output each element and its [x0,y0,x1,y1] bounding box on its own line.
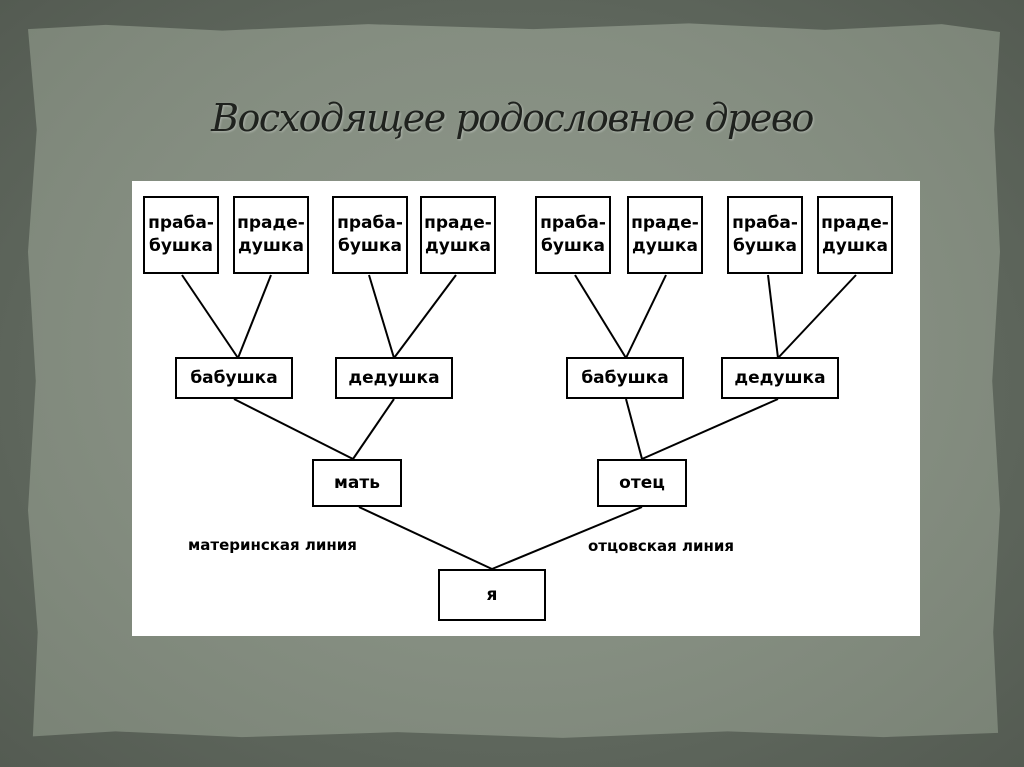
node-label: праба- [148,213,214,233]
family-tree-diagram: праба-бушка праде-душка праба-бушка прад… [132,181,920,636]
great-grandfather-node-4: праде-душка [817,196,893,274]
maternal-line-label: материнская линия [188,536,357,554]
paternal-line-label: отцовская линия [588,537,734,555]
node-label: бушка [540,236,605,256]
node-label: праба- [337,213,403,233]
node-label: бушка [732,236,797,256]
node-label: душка [632,236,698,256]
node-label: бушка [148,236,213,256]
grandmother-paternal-node: бабушка [566,357,684,399]
connector-ggm1-gm-maternal [181,274,239,359]
node-label: душка [238,236,304,256]
connector-father-me [491,506,643,570]
me-node: я [438,569,546,621]
grandfather-maternal-node: дедушка [335,357,453,399]
connector-gm-maternal-mother [233,398,354,460]
connector-ggm2-gf-maternal [368,274,395,359]
father-node: отец [597,459,687,507]
great-grandmother-node-1: праба-бушка [143,196,219,274]
connector-gf-paternal-father [641,398,779,460]
connector-lines [181,274,857,570]
node-label: праба- [540,213,606,233]
node-label: бушка [337,236,402,256]
great-grandmother-node-4: праба-бушка [727,196,803,274]
connector-ggm4-gf-paternal [767,274,779,359]
slide-title: Восходящее родословное древо [211,96,814,140]
grandmother-maternal-node: бабушка [175,357,293,399]
great-grandmother-node-2: праба-бушка [332,196,408,274]
grandfather-paternal-node: дедушка [721,357,839,399]
node-label: праде- [424,213,492,233]
connector-gf-maternal-mother [352,398,395,460]
great-grandfather-node-2: праде-душка [420,196,496,274]
connector-gm-paternal-father [625,398,643,460]
connector-ggm3-gm-paternal [574,274,627,359]
connector-ggf2-gf-maternal [393,274,457,359]
connector-mother-me [358,506,493,570]
node-label: праде- [631,213,699,233]
great-grandfather-node-1: праде-душка [233,196,309,274]
node-label: праба- [732,213,798,233]
node-label: праде- [821,213,889,233]
connector-ggf1-gm-maternal [237,274,272,359]
great-grandmother-node-3: праба-бушка [535,196,611,274]
mother-node: мать [312,459,402,507]
great-grandfather-node-3: праде-душка [627,196,703,274]
connector-ggf4-gf-paternal [777,274,857,359]
node-label: душка [822,236,888,256]
connector-ggf3-gm-paternal [625,274,667,359]
node-label: душка [425,236,491,256]
node-label: праде- [237,213,305,233]
